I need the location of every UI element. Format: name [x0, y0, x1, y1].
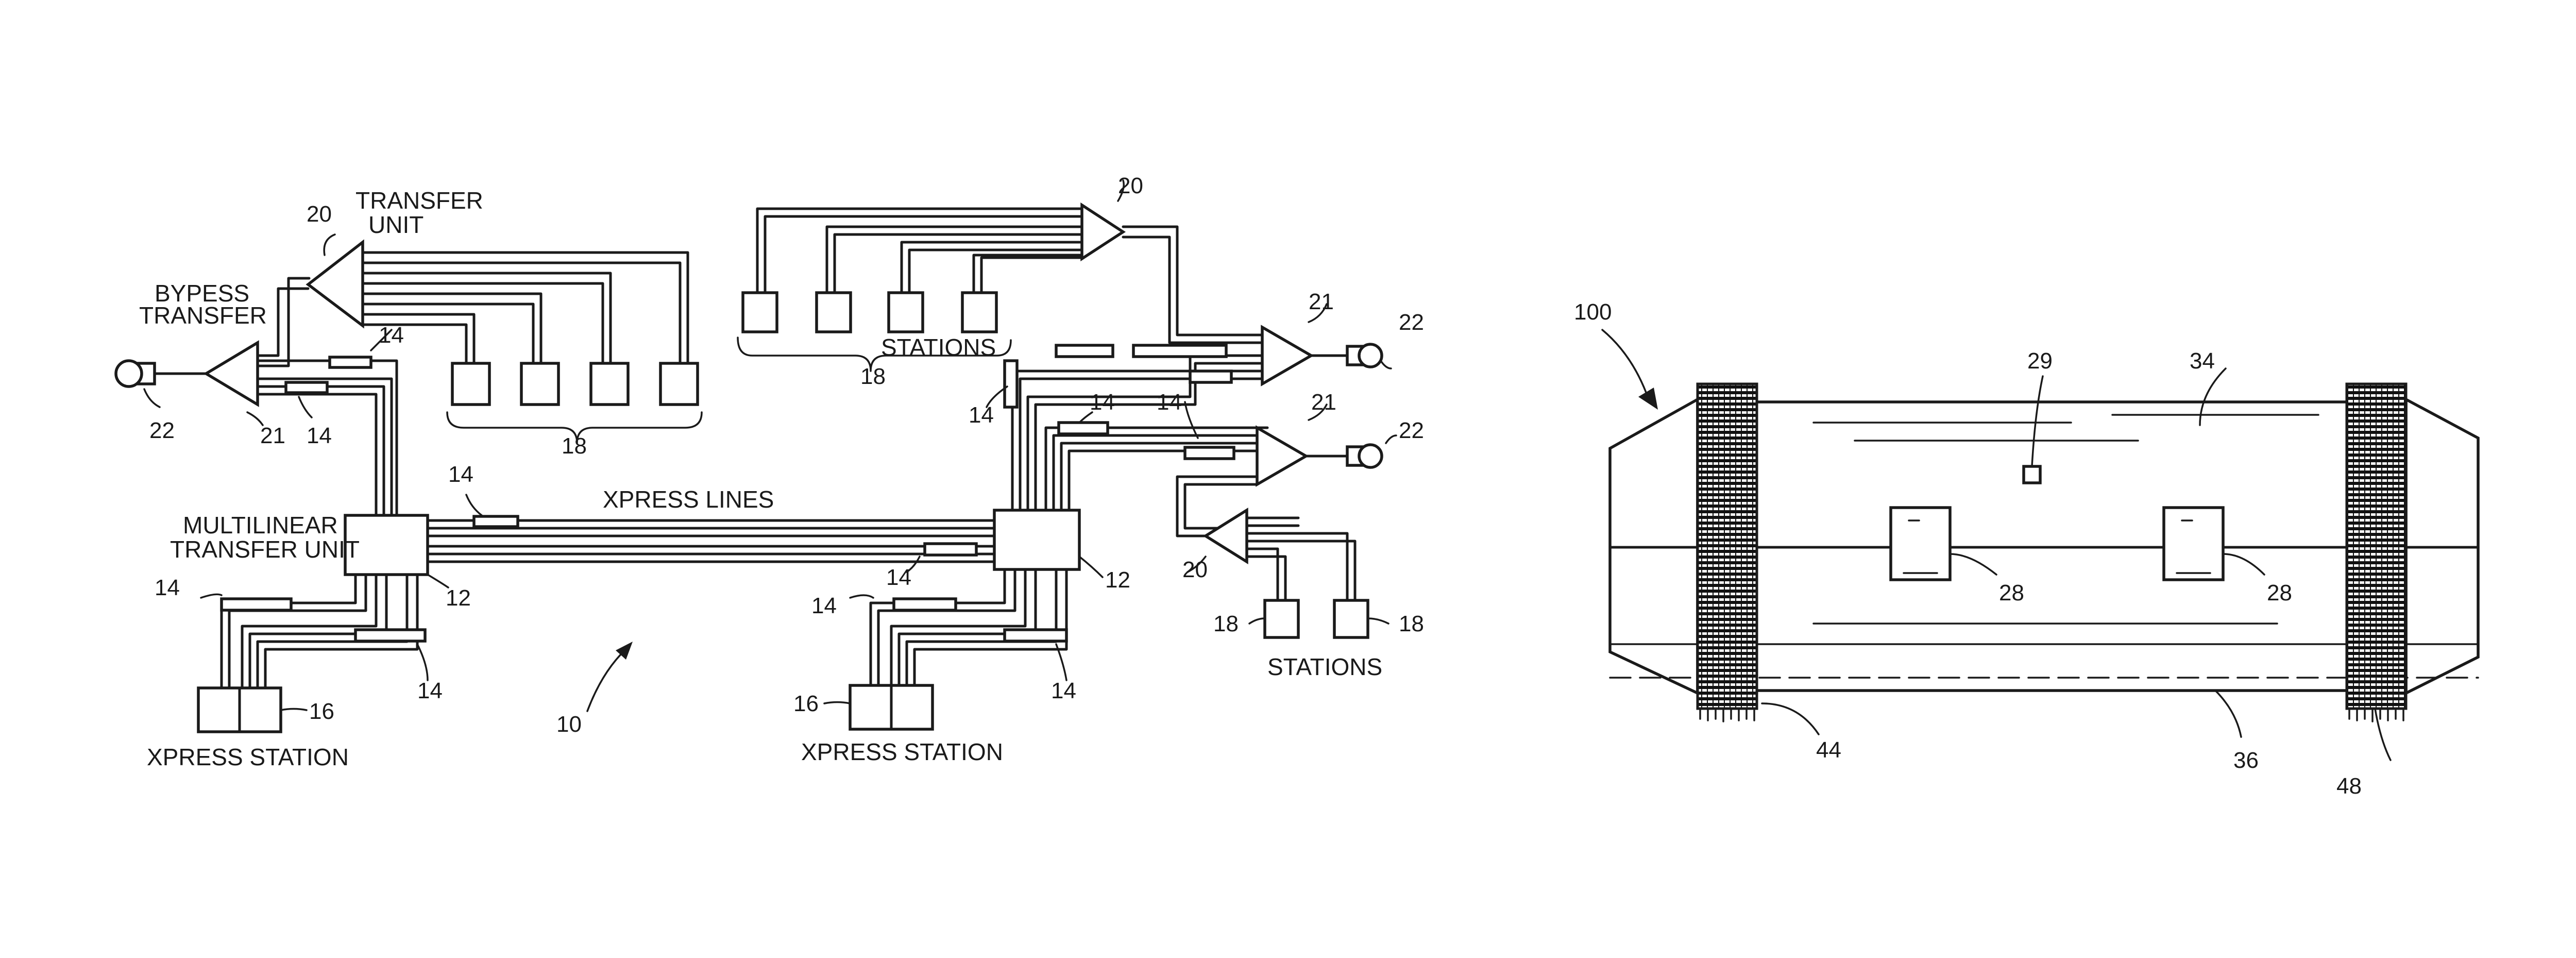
- endpoint-22-left-circle: [116, 361, 142, 386]
- station-box: [591, 363, 628, 405]
- ref-28-right: 28: [2267, 580, 2292, 606]
- left-transfer-unit-group: [308, 242, 702, 443]
- ref-12-right: 12: [1105, 567, 1130, 593]
- ref-18-right-a: 18: [1213, 611, 1239, 636]
- figure-ref-arrow-10: [587, 647, 629, 711]
- transfer-unit-top: [1082, 205, 1123, 259]
- capsule-14: [1059, 423, 1108, 434]
- sensor-29: [2024, 466, 2040, 483]
- ref-14-f: 14: [886, 565, 911, 590]
- capsule-14: [222, 599, 291, 610]
- ref-14-b: 14: [307, 423, 332, 448]
- ref-18-top: 18: [860, 364, 886, 389]
- station-box: [1265, 600, 1298, 637]
- label-xpress-station-left: XPRESS STATION: [147, 744, 349, 770]
- ref-100: 100: [1574, 299, 1612, 325]
- ref-48: 48: [2336, 774, 2362, 799]
- network-figure: TRANSFER UNIT BYPESS TRANSFER MULTILINEA…: [116, 173, 1424, 770]
- label-xpress-lines: XPRESS LINES: [603, 486, 774, 513]
- capsule-figure: 100 34 29 28 28 44 36 48: [1574, 299, 2478, 799]
- window-28-right: [2164, 508, 2223, 580]
- ref-14-i: 14: [969, 402, 994, 428]
- capsule-14: [1005, 361, 1017, 407]
- ref-28-left: 28: [1999, 580, 2024, 606]
- bypass-transfer-left: [206, 343, 258, 405]
- ref-34: 34: [2190, 348, 2215, 374]
- ref-29: 29: [2027, 348, 2053, 374]
- figure-ref-arrow-100: [1602, 330, 1649, 399]
- capsule-14: [1133, 345, 1226, 357]
- capsule-14: [1005, 630, 1066, 641]
- label-transfer-unit-2: UNIT: [368, 211, 423, 238]
- ribbed-band-left: [1698, 384, 1757, 709]
- capsule-14: [925, 544, 976, 555]
- endpoint-22-mid-right-circle: [1359, 445, 1382, 467]
- label-stations-top: STATIONS: [881, 334, 996, 361]
- label-multilinear-2: TRANSFER UNIT: [170, 536, 360, 563]
- station-box: [817, 293, 851, 332]
- bypass-transfer-top-right: [1262, 327, 1311, 384]
- ribbed-band-right: [2347, 384, 2406, 709]
- ref-14-g: 14: [811, 593, 837, 618]
- label-xpress-station-right: XPRESS STATION: [801, 738, 1003, 765]
- station-box: [1334, 600, 1368, 637]
- multilinear-transfer-unit-right: [994, 510, 1079, 569]
- capsule-14: [1190, 371, 1231, 382]
- right-bypass-group: [1177, 304, 1396, 536]
- capsule-14: [474, 516, 518, 527]
- ref-14-k: 14: [1157, 390, 1182, 415]
- station-box: [743, 293, 777, 332]
- label-bypass-2: TRANSFER: [139, 302, 267, 329]
- ref-20-top: 20: [1118, 173, 1143, 198]
- figure-ref-arrowhead-100: [1638, 388, 1658, 410]
- capsule-14: [330, 357, 371, 367]
- ref-22-left: 22: [149, 418, 175, 443]
- capsule-14: [286, 382, 327, 393]
- ref-14-h: 14: [1051, 678, 1076, 703]
- ref-18-left: 18: [562, 433, 587, 459]
- ref-22-mid: 22: [1399, 418, 1424, 443]
- label-multilinear-1: MULTILINEAR: [183, 512, 338, 539]
- station-box: [962, 293, 996, 332]
- ref-14-d: 14: [155, 575, 180, 600]
- top-transfer-unit-group: [738, 180, 1267, 371]
- transfer-unit-left: [308, 242, 363, 326]
- endpoint-22-top-right-circle: [1359, 344, 1382, 367]
- station-box: [889, 293, 923, 332]
- ref-20-left: 20: [307, 201, 332, 227]
- capsule-14: [1056, 345, 1113, 357]
- ref-16-right: 16: [793, 691, 819, 716]
- station-box: [660, 363, 698, 405]
- ref-20-lower: 20: [1182, 557, 1208, 582]
- ref-10: 10: [556, 712, 582, 737]
- ref-21-top: 21: [1309, 289, 1334, 314]
- ref-14-j: 14: [1090, 390, 1115, 415]
- label-stations-right: STATIONS: [1267, 653, 1382, 680]
- label-transfer-unit-1: TRANSFER: [355, 187, 483, 214]
- capsule-14: [355, 630, 425, 641]
- capsule-14: [1185, 447, 1234, 459]
- ref-12-left: 12: [446, 585, 471, 611]
- ref-21-left: 21: [260, 423, 285, 448]
- ref-21-mid: 21: [1311, 390, 1336, 415]
- window-28-left: [1891, 508, 1950, 580]
- ref-22-top: 22: [1399, 310, 1424, 335]
- ref-18-right-b: 18: [1399, 611, 1424, 636]
- capsule-14: [894, 599, 956, 610]
- station-box: [521, 363, 558, 405]
- ref-36: 36: [2233, 748, 2259, 773]
- bypass-transfer-mid-right: [1257, 428, 1306, 484]
- ref-14-c: 14: [448, 462, 473, 487]
- ref-44: 44: [1816, 737, 1841, 763]
- station-box: [452, 363, 489, 405]
- transfer-unit-lower-right: [1206, 510, 1247, 562]
- ref-14-e: 14: [417, 678, 443, 703]
- ref-16-left: 16: [309, 699, 334, 724]
- ref-14-a: 14: [379, 323, 404, 348]
